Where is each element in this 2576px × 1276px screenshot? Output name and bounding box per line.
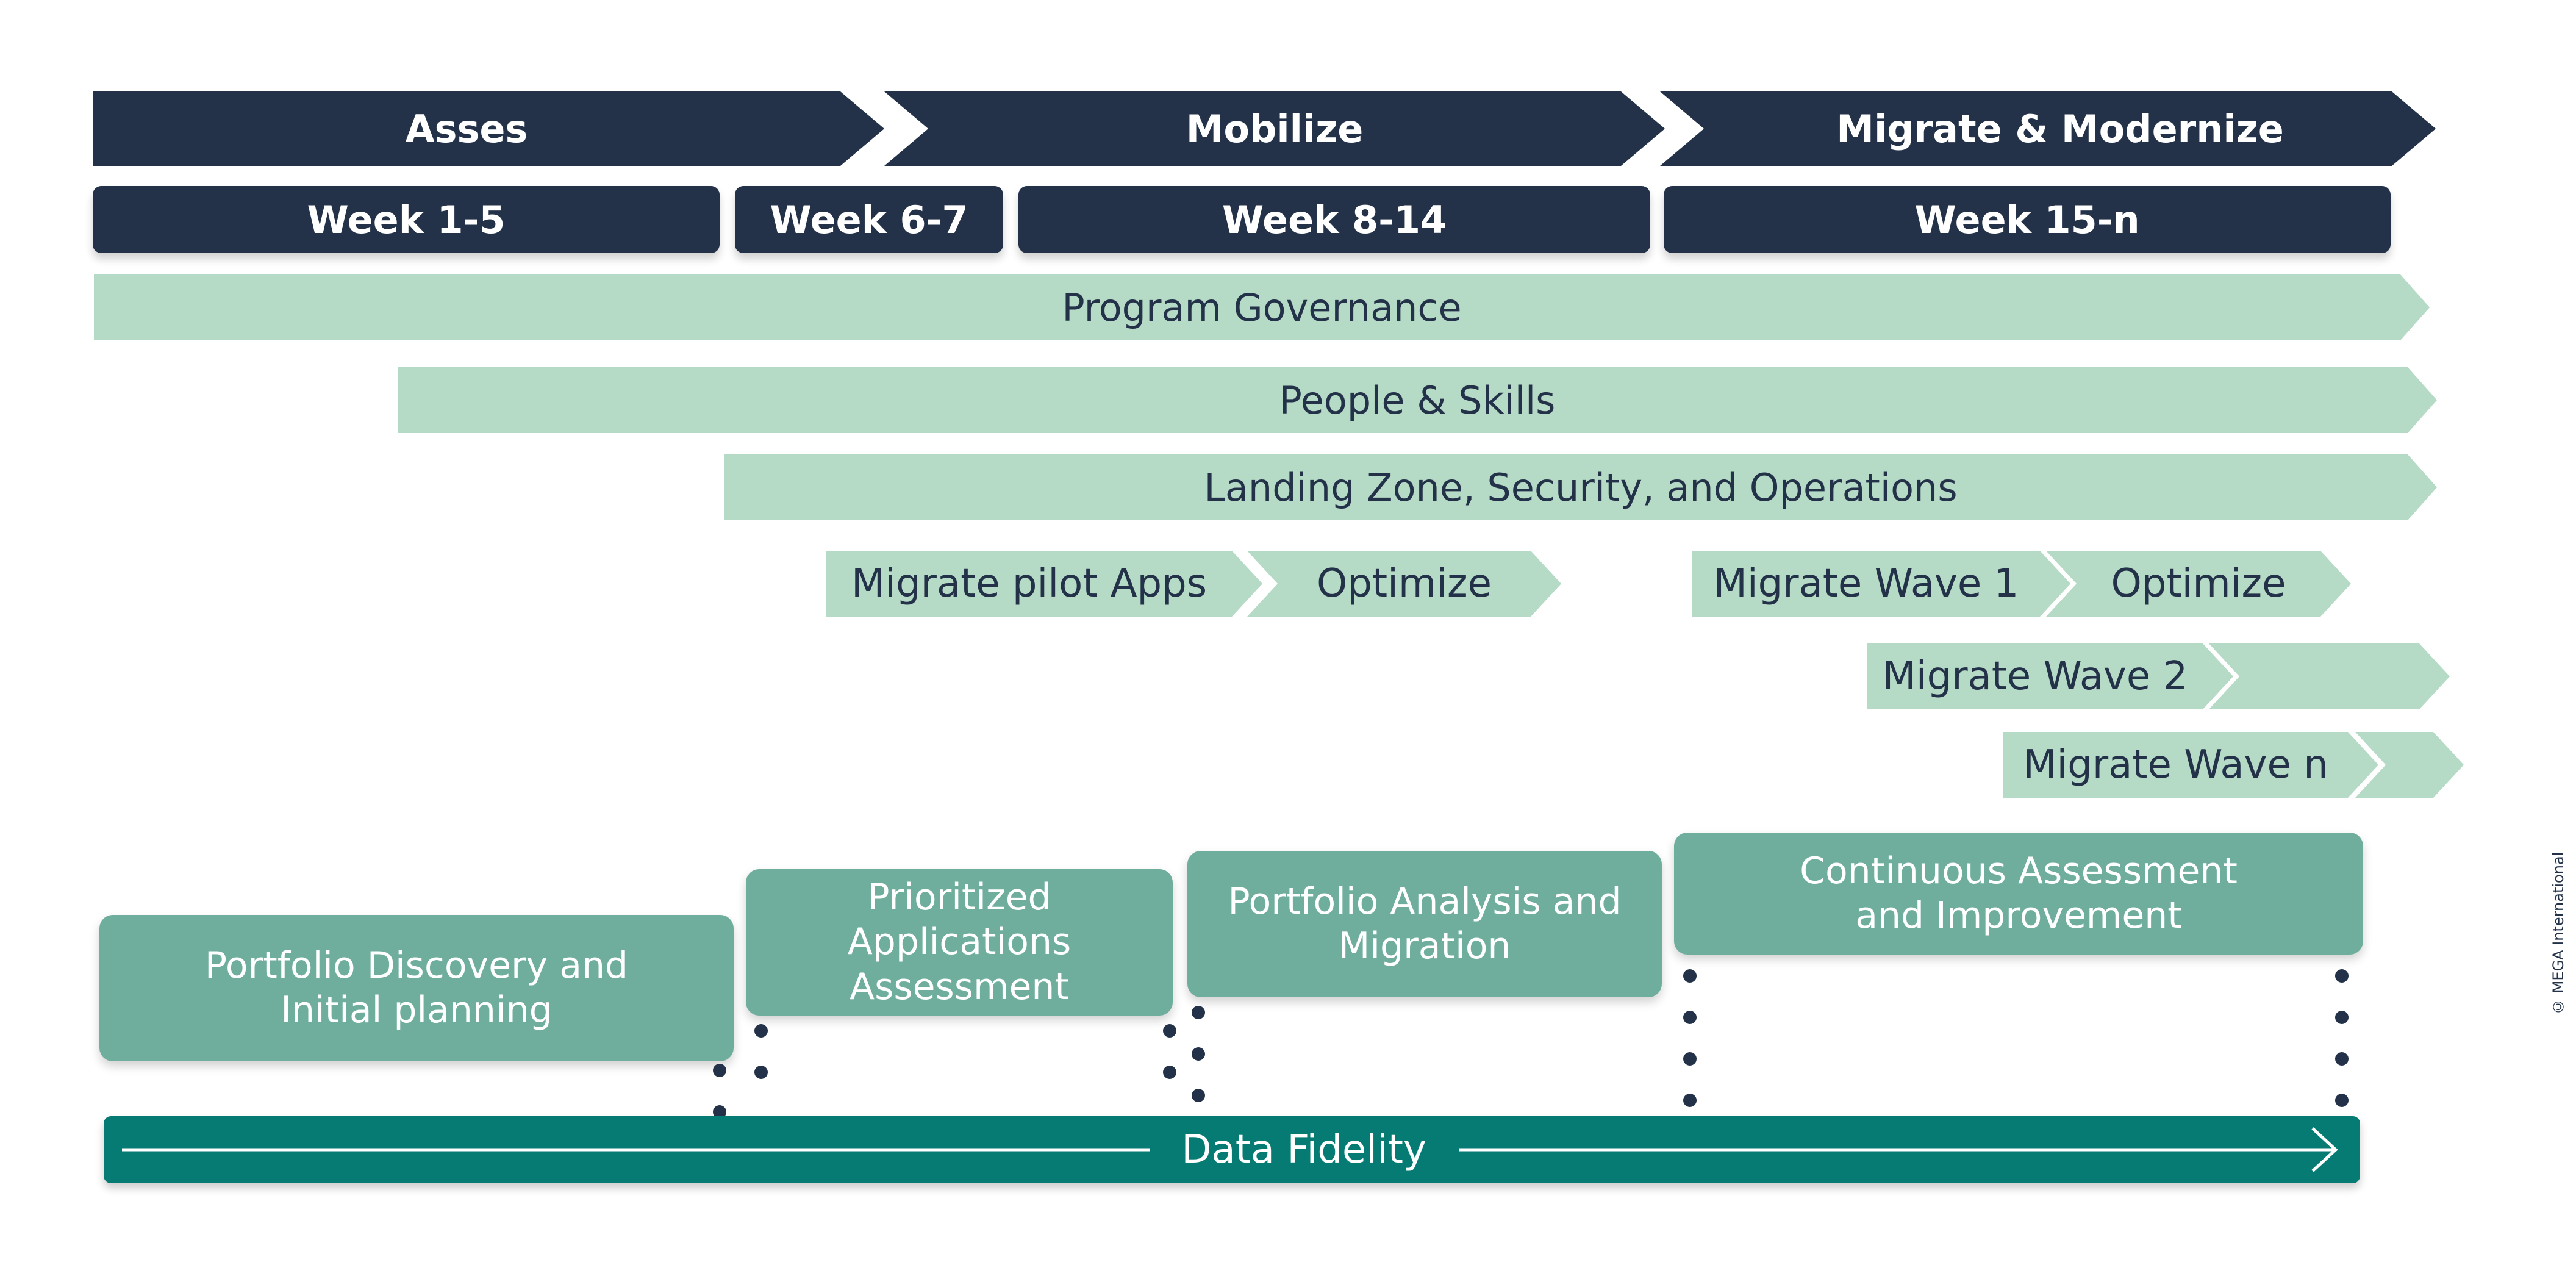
connector-dot xyxy=(1683,969,1697,983)
connector-dot xyxy=(1683,1094,1697,1107)
track-wave-1-optimize: Optimize xyxy=(2046,551,2351,617)
track-migrate-wave-2-label: Migrate Wave 2 xyxy=(1882,654,2188,699)
connector-dot xyxy=(1192,1006,1205,1019)
activity-continuous-assessment-label: Continuous Assessment and Improvement xyxy=(1800,849,2238,937)
connector-dot xyxy=(2335,969,2349,983)
connector-dot xyxy=(713,1105,726,1119)
track-migrate-wave-n-label: Migrate Wave n xyxy=(2023,742,2328,787)
track-migrate-pilot-apps-label: Migrate pilot Apps xyxy=(851,561,1208,606)
track-wave-1-optimize-label: Optimize xyxy=(2111,561,2286,606)
activity-prioritized-assessment: Prioritized Applications Assessment xyxy=(746,869,1173,1016)
connector-dot xyxy=(1683,1052,1697,1066)
data-fidelity-bar: Data Fidelity xyxy=(104,1116,2360,1183)
connector-dot xyxy=(1192,1047,1205,1061)
track-migrate-wave-1-label: Migrate Wave 1 xyxy=(1713,561,2019,606)
connector-dot xyxy=(713,1064,726,1077)
band-people-skills: People & Skills xyxy=(398,367,2437,433)
phase-asses-label: Asses xyxy=(405,106,528,151)
band-program-governance-label: Program Governance xyxy=(1062,285,1462,330)
connector-dot xyxy=(2335,1011,2349,1024)
week-15-n: Week 15-n xyxy=(1664,186,2391,253)
band-people-skills-label: People & Skills xyxy=(1279,378,1556,423)
connector-dot xyxy=(1163,1024,1176,1038)
track-wave-2-continuation xyxy=(2209,643,2450,709)
activity-prioritized-assessment-label: Prioritized Applications Assessment xyxy=(847,876,1072,1008)
week-8-14: Week 8-14 xyxy=(1018,186,1650,253)
week-6-7-label: Week 6-7 xyxy=(770,197,968,242)
track-migrate-wave-1: Migrate Wave 1 xyxy=(1692,551,2070,617)
track-pilot-optimize-label: Optimize xyxy=(1317,561,1492,606)
connector-dot xyxy=(754,1024,768,1038)
week-1-5: Week 1-5 xyxy=(93,186,720,253)
band-program-governance: Program Governance xyxy=(94,274,2430,340)
activity-portfolio-discovery: Portfolio Discovery and Initial planning xyxy=(99,915,734,1061)
connector-dot xyxy=(1192,1089,1205,1102)
track-migrate-wave-n: Migrate Wave n xyxy=(2003,732,2378,798)
connector-dot xyxy=(1683,1011,1697,1024)
track-migrate-wave-2: Migrate Wave 2 xyxy=(1867,643,2233,709)
band-landing-zone-label: Landing Zone, Security, and Operations xyxy=(1204,465,1958,510)
activity-portfolio-analysis: Portfolio Analysis and Migration xyxy=(1187,851,1662,997)
week-1-5-label: Week 1-5 xyxy=(307,197,506,242)
phase-mobilize-label: Mobilize xyxy=(1186,106,1364,151)
week-6-7: Week 6-7 xyxy=(735,186,1003,253)
connector-dot xyxy=(2335,1094,2349,1107)
activity-portfolio-analysis-label: Portfolio Analysis and Migration xyxy=(1228,880,1622,967)
arrow-head-icon xyxy=(2311,1127,2338,1172)
track-migrate-pilot-apps: Migrate pilot Apps xyxy=(826,551,1262,617)
data-fidelity-arrow xyxy=(122,1127,2338,1172)
phase-migrate-modernize-label: Migrate & Modernize xyxy=(1836,106,2284,151)
phase-mobilize: Mobilize xyxy=(884,91,1665,166)
connector-dot xyxy=(1163,1066,1176,1079)
data-fidelity-label: Data Fidelity xyxy=(1181,1127,1426,1172)
phase-asses: Asses xyxy=(93,91,884,166)
week-8-14-label: Week 8-14 xyxy=(1222,197,1447,242)
phase-migrate-modernize: Migrate & Modernize xyxy=(1660,91,2436,166)
connector-dot xyxy=(754,1066,768,1079)
connector-dot xyxy=(2335,1052,2349,1066)
track-pilot-optimize: Optimize xyxy=(1247,551,1561,617)
band-landing-zone: Landing Zone, Security, and Operations xyxy=(724,454,2437,520)
activity-continuous-assessment: Continuous Assessment and Improvement xyxy=(1674,833,2363,955)
week-15-n-label: Week 15-n xyxy=(1914,197,2140,242)
activity-portfolio-discovery-label: Portfolio Discovery and Initial planning xyxy=(204,944,629,1031)
copyright-credit: © MEGA International xyxy=(2550,851,2567,1015)
